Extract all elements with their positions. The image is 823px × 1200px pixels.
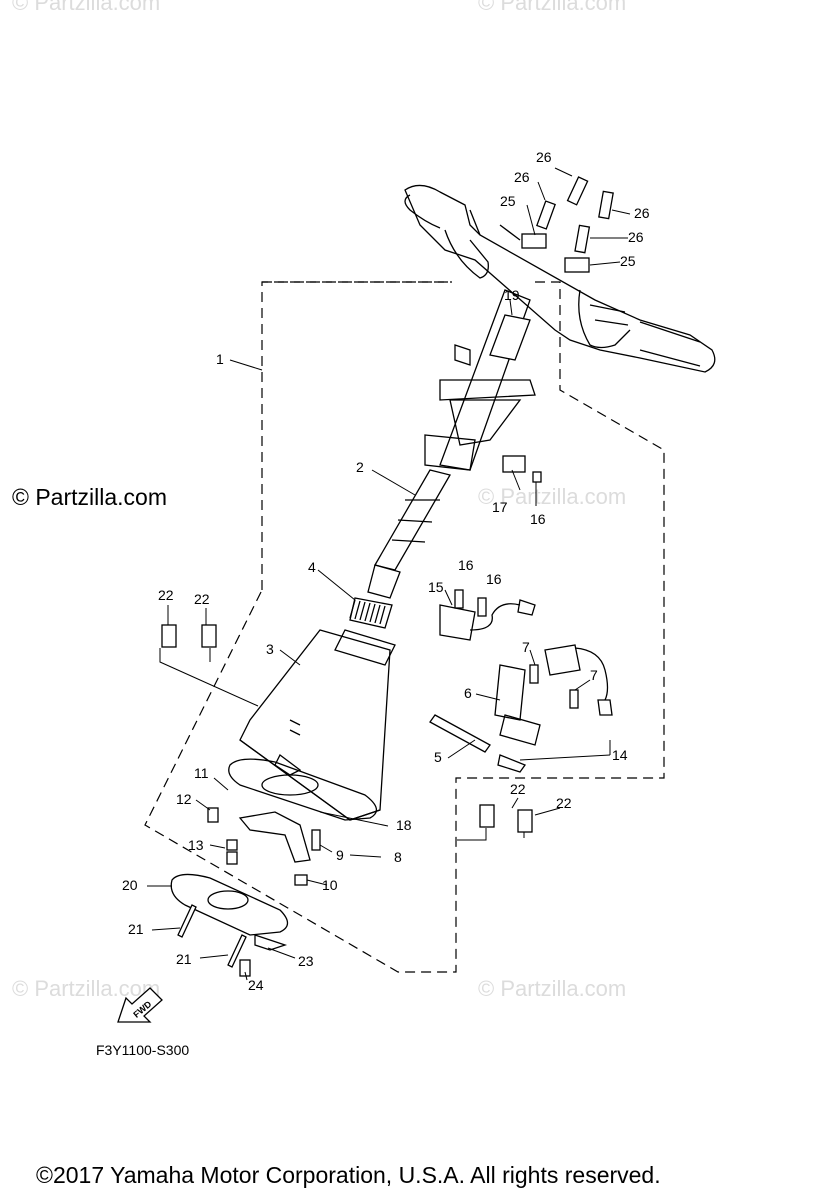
callout-22a: 22 — [158, 587, 174, 603]
callout-12: 12 — [176, 791, 192, 807]
copyright-notice: ©2017 Yamaha Motor Corporation, U.S.A. A… — [36, 1162, 661, 1188]
assembly-boundary-outline — [144, 281, 665, 973]
bearing-housing — [239, 629, 396, 821]
bolts — [161, 176, 614, 977]
callout-26d: 26 — [628, 229, 644, 245]
callout-10: 10 — [322, 877, 338, 893]
plates — [170, 758, 377, 951]
callout-6: 6 — [464, 685, 472, 701]
callout-26b: 26 — [514, 169, 530, 185]
switch-parts — [429, 599, 613, 773]
leader-lines — [147, 167, 631, 981]
callout-24: 24 — [248, 977, 264, 993]
callout-21a: 21 — [128, 921, 144, 937]
callout-18: 18 — [396, 817, 412, 833]
callout-11: 11 — [194, 765, 209, 781]
callout-13: 13 — [188, 837, 204, 853]
callout-8: 8 — [394, 849, 402, 865]
callout-16c: 16 — [530, 511, 546, 527]
watermark-top-right: © Partzilla.com — [478, 0, 627, 15]
callout-1: 1 — [216, 351, 224, 367]
watermark-bottom-right: © Partzilla.com — [478, 976, 627, 1001]
diagram-code: F3Y1100-S300 — [96, 1042, 190, 1058]
callout-7a: 7 — [522, 639, 530, 655]
callout-3: 3 — [266, 641, 274, 657]
callout-16b: 16 — [486, 571, 502, 587]
callout-19: 19 — [504, 287, 520, 303]
callout-20: 20 — [122, 877, 138, 893]
callout-17: 17 — [492, 499, 508, 515]
callout-15: 15 — [428, 579, 444, 595]
callout-22c: 22 — [510, 781, 526, 797]
watermark-mid-right: © Partzilla.com — [478, 484, 627, 509]
callout-4: 4 — [308, 559, 316, 575]
callout-2: 2 — [356, 459, 364, 475]
watermark-bottom-left: © Partzilla.com — [12, 976, 161, 1001]
watermark-top-left: © Partzilla.com — [12, 0, 161, 15]
callout-7b: 7 — [590, 667, 598, 683]
callout-16a: 16 — [458, 557, 474, 573]
callout-5: 5 — [434, 749, 442, 765]
callout-26c: 26 — [634, 205, 650, 221]
steering-column — [349, 289, 536, 629]
callout-25b: 25 — [620, 253, 636, 269]
handlebar — [404, 184, 716, 373]
callout-25a: 25 — [500, 193, 516, 209]
callout-22b: 22 — [194, 591, 210, 607]
callout-23: 23 — [298, 953, 314, 969]
callout-9: 9 — [336, 847, 344, 863]
watermark-side: © Partzilla.com — [12, 484, 167, 510]
callout-21b: 21 — [176, 951, 192, 967]
callout-26a: 26 — [536, 149, 552, 165]
fwd-arrow: FWD — [117, 987, 163, 1023]
bracket — [238, 811, 311, 886]
callout-14: 14 — [612, 747, 628, 763]
callout-22d: 22 — [556, 795, 572, 811]
